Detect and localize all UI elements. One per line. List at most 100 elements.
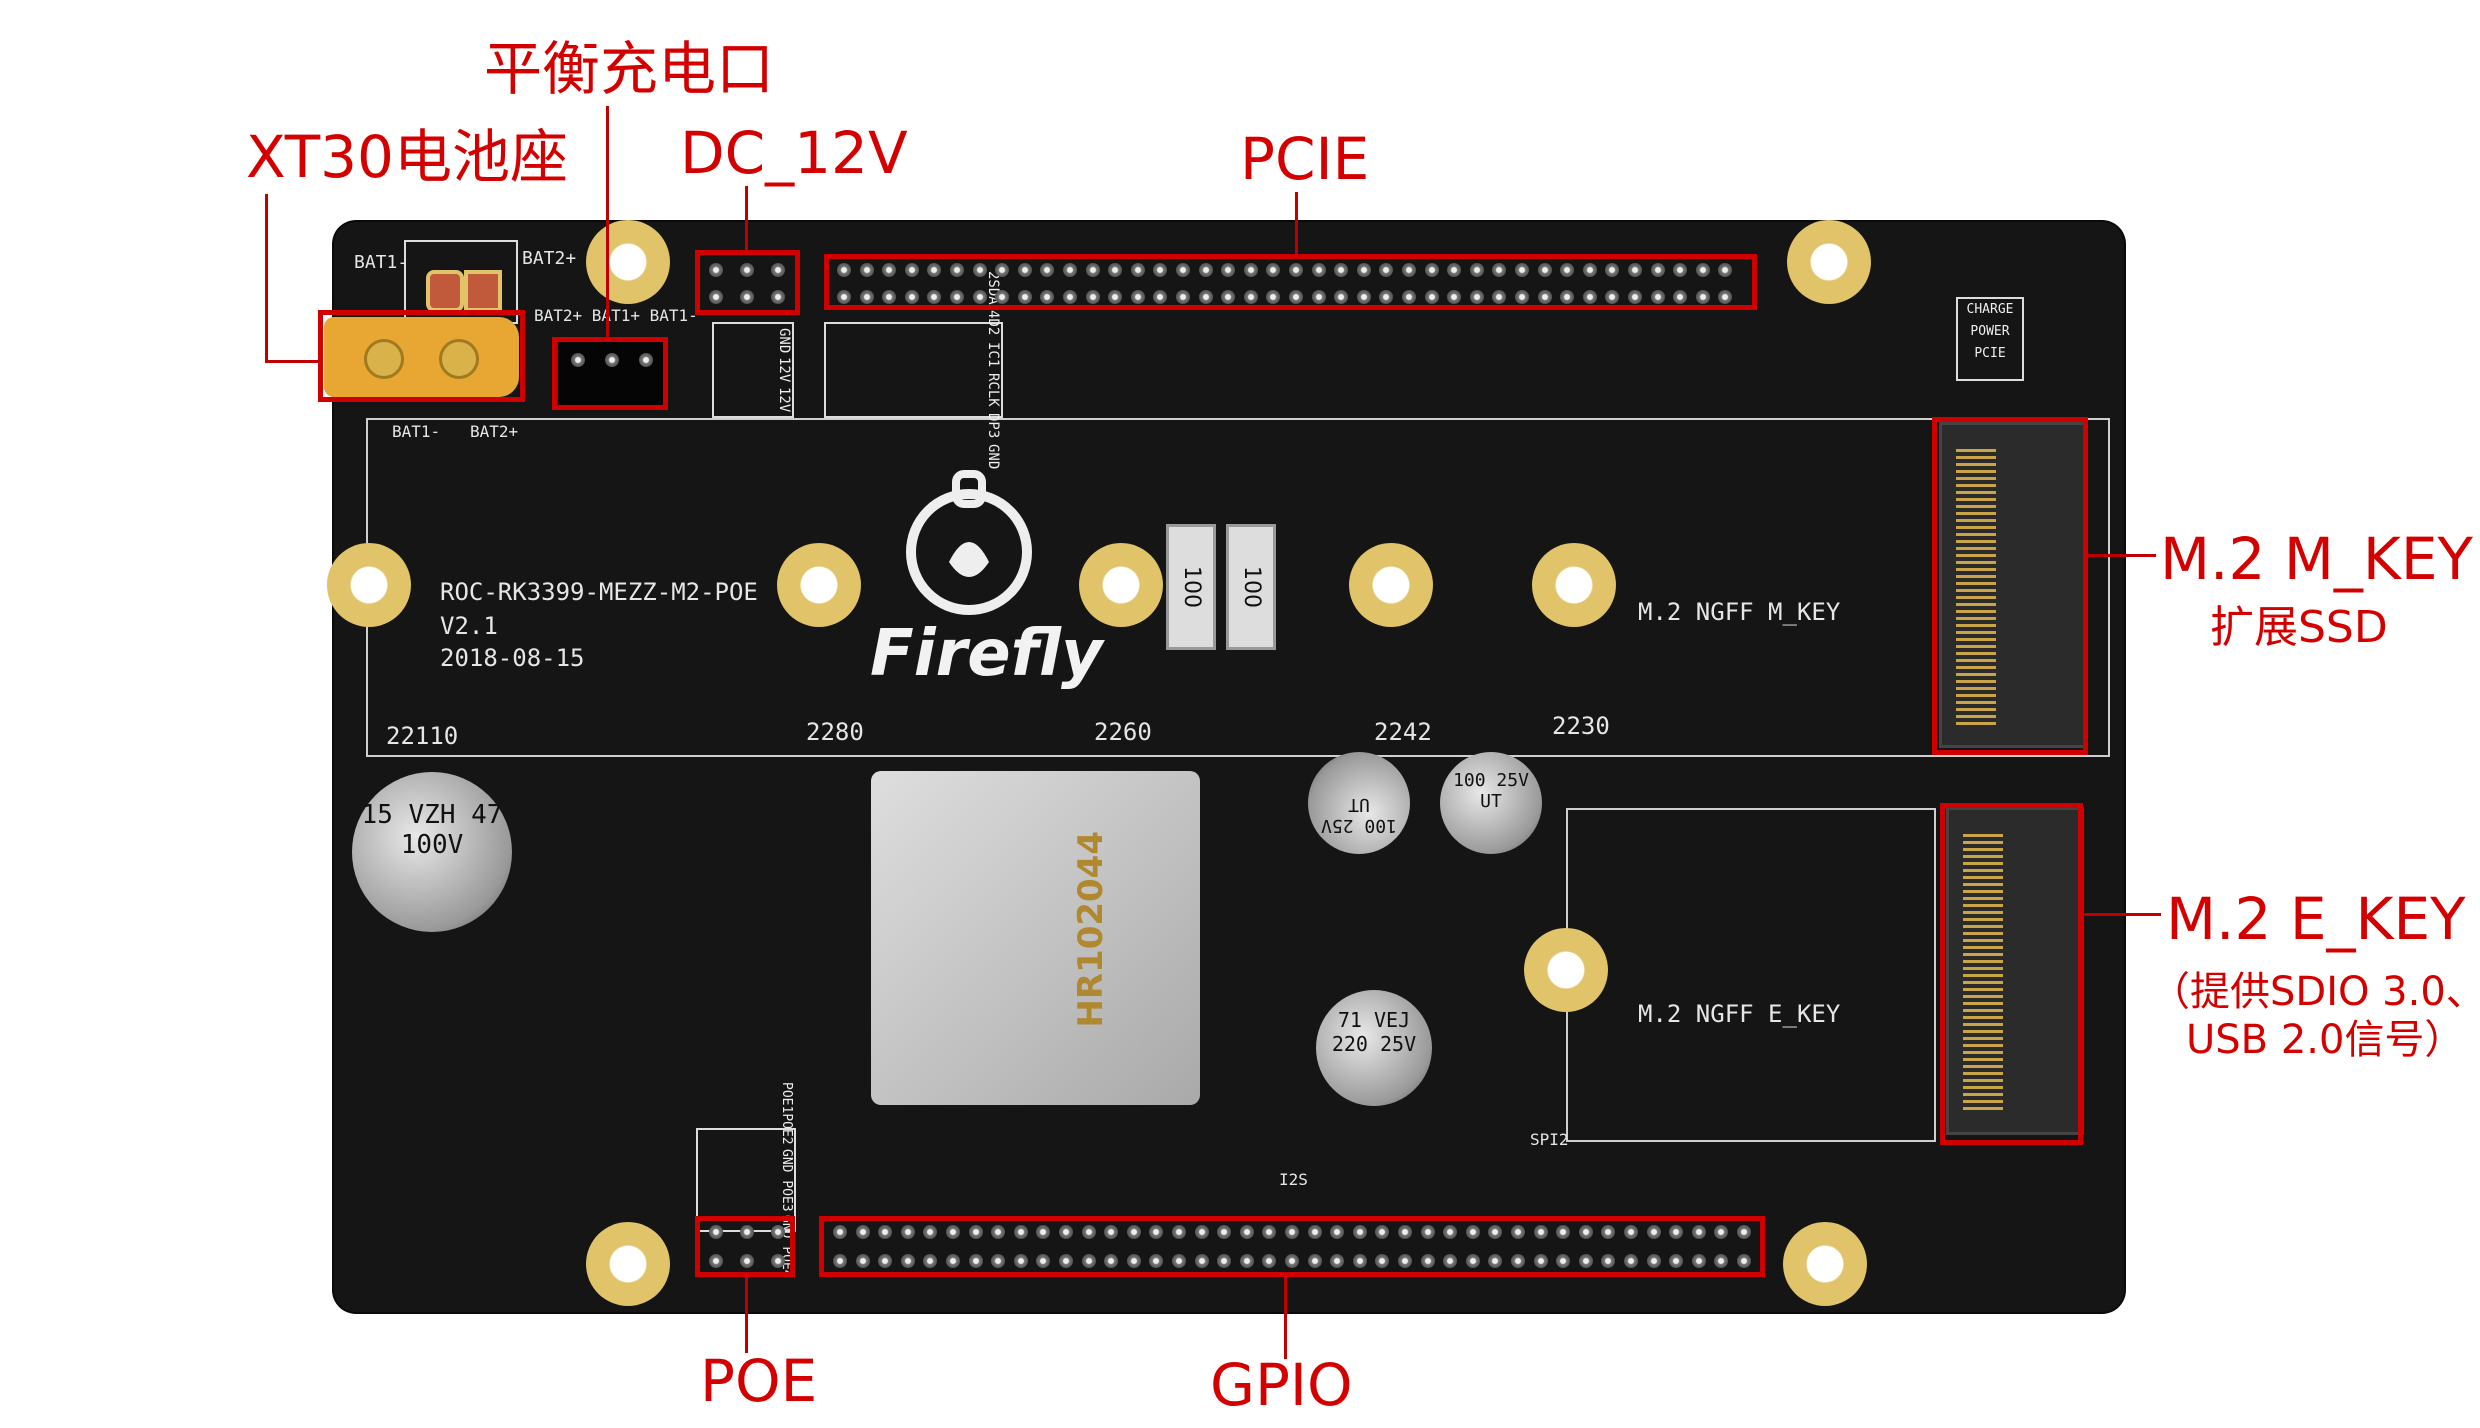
poe-pin [709,1254,723,1268]
pcie-pin [1311,263,1326,277]
gpio-pin [1126,1254,1141,1268]
battery-pads [404,240,518,324]
poe-label-col2: GND POE3 [779,1148,794,1212]
pcie-pin [904,290,919,304]
gpio-pin [1691,1254,1706,1268]
pcie-pin [1356,290,1371,304]
bat1-label: BAT1- [354,252,409,273]
gpio-pin [1126,1225,1141,1239]
gpio-pin [1646,1225,1661,1239]
bat2-label-2: BAT2+ [470,422,519,441]
mounting-hole [777,543,861,627]
firefly-bulb-logo [906,470,1032,615]
pcie-pin [1695,290,1710,304]
gpio-pin [1285,1254,1299,1268]
gpio-pin [855,1254,870,1268]
balance-highlight-box [552,337,668,410]
mkey-silk-label: M.2 NGFF M_KEY [1638,598,1841,626]
pcie-pin [1492,263,1507,277]
dc12v-label: DC_12V [680,119,908,187]
size-2260: 2260 [1094,718,1152,746]
mkey-highlight-box [1932,417,2088,755]
pcie-pin [927,290,942,304]
mounting-hole [1079,543,1163,627]
gpio-pin [1262,1254,1277,1268]
gpio-pin [991,1254,1006,1268]
pcie-pin [1266,290,1281,304]
gpio-pin [1556,1254,1571,1268]
xt30-label: XT30电池座 [246,123,568,191]
pcie-pin [904,263,919,277]
gpio-pin [1104,1254,1119,1268]
gpio-pin [855,1225,870,1239]
gpio-pin [1443,1254,1458,1268]
gpio-pin [1420,1225,1435,1239]
gpio-pin [1714,1225,1729,1239]
gpio-pin [1036,1225,1051,1239]
pcie-pin [950,290,964,304]
m2-ekey-slot[interactable] [1946,807,2084,1135]
gpio-pin [1059,1225,1073,1239]
bat2-label: BAT2+ [522,248,577,269]
pcie-pin [1537,263,1552,277]
gpio-pin [1172,1254,1186,1268]
gpio-pin [1556,1225,1571,1239]
gpio-pin [1239,1225,1254,1239]
poe-label-col1: POE1POE2 [779,1082,794,1145]
pcie-pin [1605,290,1620,304]
pcie-pin [1673,263,1688,277]
pcie-pin [1108,263,1123,277]
gpio-pin [1533,1254,1548,1268]
pcie-pin [1379,290,1394,304]
mounting-hole [1787,220,1871,304]
gpio-pin [900,1225,915,1239]
gpio-pin [1691,1225,1706,1239]
poe-leader [745,1277,748,1353]
gpio-pin [1465,1225,1480,1239]
gpio-label: GPIO [1210,1351,1353,1419]
gpio-pin [1013,1254,1028,1268]
pcie-pin [972,263,987,277]
gpio-pin [1669,1225,1684,1239]
gpio-pin [1624,1254,1638,1268]
gpio-pin [1511,1254,1525,1268]
pcie-pin [1424,263,1439,277]
gpio-pin [878,1225,893,1239]
pcie-pin [1221,290,1236,304]
pcie-pin [1017,263,1032,277]
m2-ekey-area-outline [1566,808,1936,1142]
pcie-label: PCIE [1240,125,1370,193]
gpio-pin [1081,1254,1096,1268]
gpio-pin [1217,1225,1232,1239]
ekey-leader [2083,913,2161,916]
pcie-pin [1560,290,1575,304]
model-label: ROC-RK3399-MEZZ-M2-POE [440,578,758,606]
pcie-pin [950,263,964,277]
gpio-pin [1262,1225,1277,1239]
pcie-pin [1176,290,1190,304]
capacitor-3: 71 VEJ 220 25V [1316,990,1432,1106]
gpio-pin [1036,1254,1051,1268]
gpio-pin [1578,1254,1593,1268]
pcie-pin [1560,263,1575,277]
pcie-pin [1605,263,1620,277]
pcie-pin [1515,263,1529,277]
pcie-pin [1176,263,1190,277]
i2s-label: I2S [1279,1170,1308,1189]
poe-pin [709,1225,723,1239]
gpio-pin [1217,1254,1232,1268]
xt30-highlight-box [318,310,525,402]
gpio-pin [968,1254,983,1268]
size-2242: 2242 [1374,718,1432,746]
pcie-pin [1063,263,1077,277]
gpio-pin [1059,1254,1073,1268]
pcie-pin [1515,290,1529,304]
poe-transformer: HR102044 [871,771,1200,1105]
gpio-pin [1578,1225,1593,1239]
mounting-hole [586,1222,670,1306]
gpio-pin [1443,1225,1458,1239]
gpio-pin [1081,1225,1096,1239]
gpio-pin [1511,1225,1525,1239]
